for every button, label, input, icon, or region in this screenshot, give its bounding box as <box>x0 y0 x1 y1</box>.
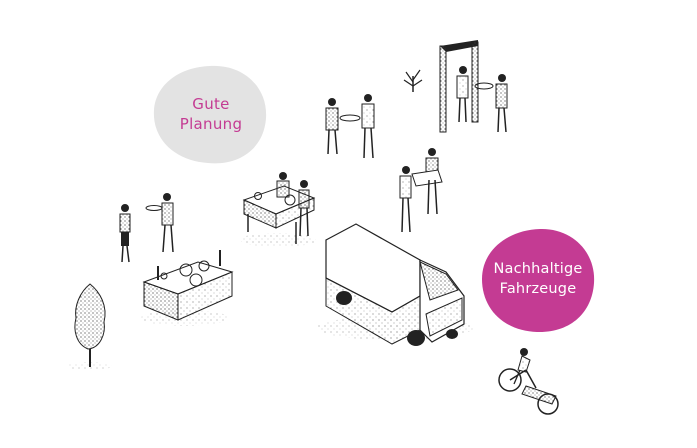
doorway-people-icon <box>439 40 508 133</box>
delivery-person-icon <box>399 148 443 233</box>
handshake-people-icon <box>325 94 375 159</box>
fahrzeuge-bubble-shape <box>482 228 595 333</box>
waiter-couple-icon <box>119 193 174 263</box>
planung-bubble <box>153 65 267 164</box>
planung-label: Gute Planung <box>179 94 243 133</box>
buffet-table-icon <box>141 250 234 326</box>
planung-bubble-shape <box>153 65 267 164</box>
fahrzeuge-label: Nachhaltige Fahrzeuge <box>493 261 583 297</box>
tree-icon <box>68 283 112 370</box>
fahrzeuge-bubble <box>482 228 595 333</box>
cargo-bike-icon <box>498 348 559 415</box>
dining-table-icon <box>240 172 316 247</box>
delivery-van-icon <box>317 223 473 346</box>
small-plant-icon <box>403 69 423 92</box>
